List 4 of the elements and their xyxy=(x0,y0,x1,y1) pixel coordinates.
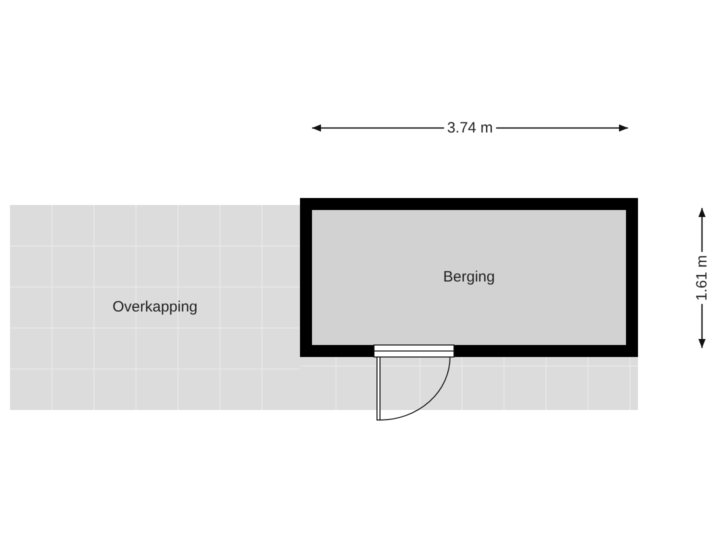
room-label: Overkapping xyxy=(112,298,198,316)
storage-room xyxy=(300,198,638,357)
covered-area xyxy=(10,205,300,410)
room-label: Berging xyxy=(443,268,495,286)
